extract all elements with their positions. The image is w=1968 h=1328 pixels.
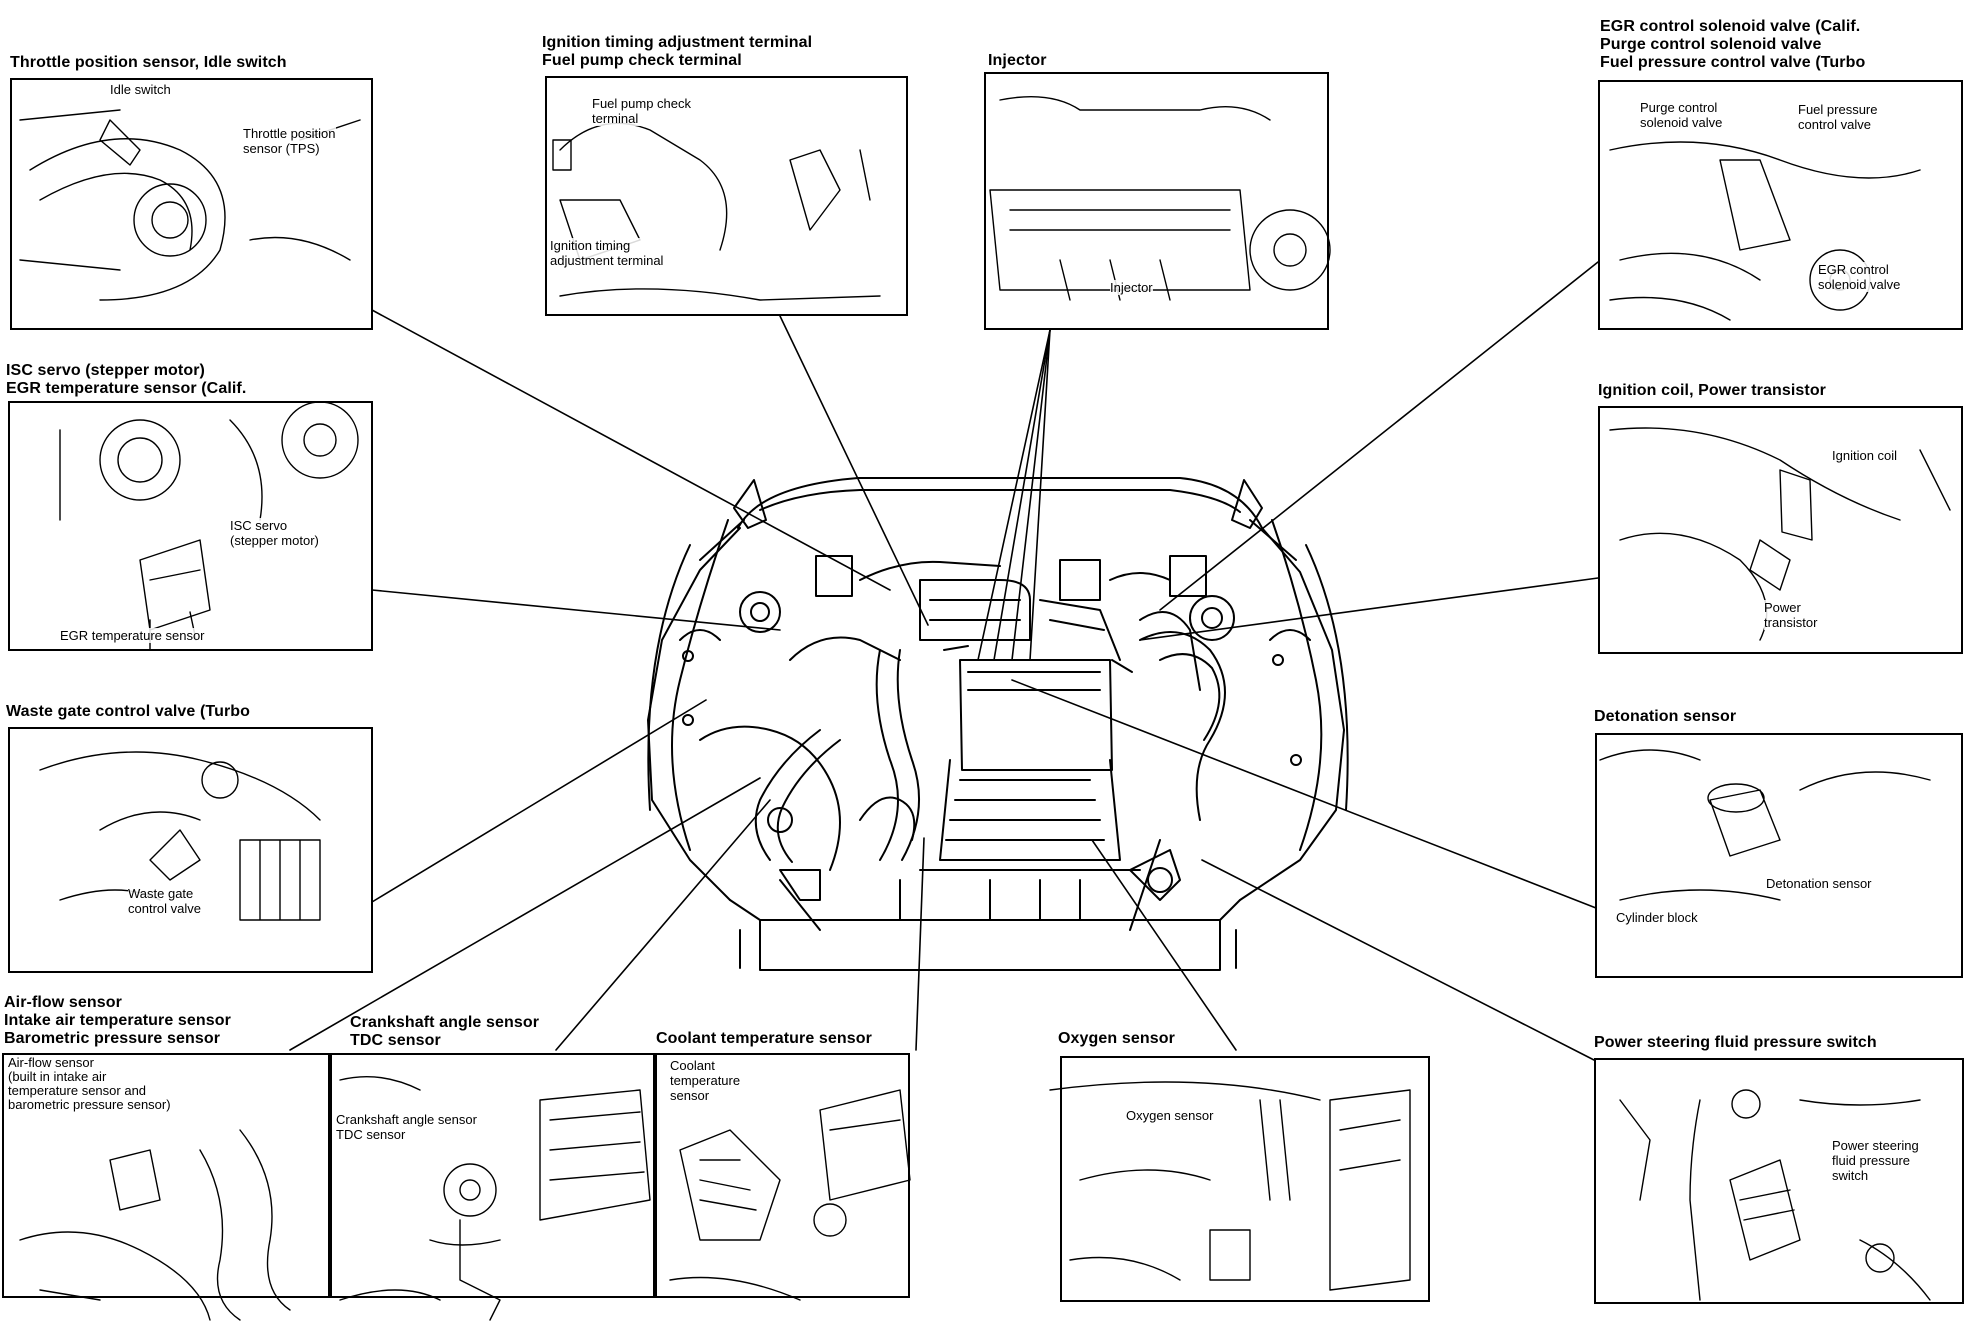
isc-servo-label: ISC servo (stepper motor) <box>230 518 319 548</box>
fuel-pressure-control-valve-label: Fuel pressure control valve <box>1798 102 1878 132</box>
idle-switch-label: Idle switch <box>110 82 171 97</box>
coolant-temperature-sensor-label: Coolant temperature sensor <box>670 1058 741 1103</box>
air-flow-sensor-title: Air-flow sensor Intake air temperature s… <box>4 994 231 1047</box>
engine-bay-drawing <box>647 477 1349 971</box>
throttle-position-sensor-inset <box>10 78 373 330</box>
coolant-temperature-sensor-inset <box>655 1053 910 1298</box>
crankshaft-angle-sensor-inset <box>330 1053 655 1298</box>
cylinder-block-label: Cylinder block <box>1616 910 1698 925</box>
inset-sketches <box>19 96 1951 1321</box>
power-transistor-label: Power transistor <box>1764 600 1818 630</box>
power-steering-switch-label: Power steering fluid pressure switch <box>1832 1138 1919 1183</box>
coolant-temperature-sensor-title: Coolant temperature sensor <box>656 1030 872 1047</box>
isc-servo-title: ISC servo (stepper motor) EGR temperatur… <box>6 362 247 397</box>
waste-gate-control-valve-inset <box>8 727 373 973</box>
purge-control-valve-label: Purge control solenoid valve <box>1640 100 1723 130</box>
power-steering-switch-title: Power steering fluid pressure switch <box>1594 1034 1877 1051</box>
ignition-coil-label: Ignition coil <box>1832 448 1898 463</box>
waste-gate-control-valve-label: Waste gate control valve <box>128 886 201 916</box>
oxygen-sensor-title: Oxygen sensor <box>1058 1030 1175 1047</box>
injector-title: Injector <box>988 52 1047 69</box>
throttle-position-sensor-title: Throttle position sensor, Idle switch <box>10 54 287 71</box>
injector-inset <box>984 72 1329 330</box>
fuel-pump-check-terminal-label: Fuel pump check terminal <box>592 96 691 126</box>
leader-lines <box>289 261 1599 1061</box>
crankshaft-angle-sensor-label: Crankshaft angle sensor TDC sensor <box>336 1112 477 1142</box>
egr-control-valve-label: EGR control solenoid valve <box>1818 262 1901 292</box>
egr-temperature-sensor-label: EGR temperature sensor <box>60 628 205 643</box>
ignition-timing-adjustment-label: Ignition timing adjustment terminal <box>550 238 664 268</box>
detonation-sensor-inset <box>1595 733 1963 978</box>
ignition-coil-inset <box>1598 406 1963 654</box>
crankshaft-angle-sensor-title: Crankshaft angle sensor TDC sensor <box>350 1014 540 1049</box>
oxygen-sensor-label: Oxygen sensor <box>1126 1108 1214 1123</box>
ignition-coil-title: Ignition coil, Power transistor <box>1598 382 1827 399</box>
waste-gate-control-valve-title: Waste gate control valve (Turbo <box>6 703 251 720</box>
detonation-sensor-label: Detonation sensor <box>1766 876 1872 891</box>
egr-control-solenoid-inset <box>1598 80 1963 330</box>
isc-servo-inset <box>8 401 373 651</box>
air-flow-sensor-inset <box>2 1053 330 1298</box>
power-steering-switch-inset <box>1594 1058 1964 1304</box>
oxygen-sensor-inset <box>1060 1056 1430 1302</box>
ignition-timing-terminal-inset <box>545 76 908 316</box>
injector-label: Injector <box>1110 280 1153 295</box>
air-flow-sensor-label: Air-flow sensor (built in intake air tem… <box>8 1055 171 1112</box>
tps-label: Throttle position sensor (TPS) <box>243 126 336 156</box>
ignition-timing-terminal-title: Ignition timing adjustment terminal Fuel… <box>542 34 813 69</box>
detonation-sensor-title: Detonation sensor <box>1594 708 1737 725</box>
egr-control-solenoid-title: EGR control solenoid valve (Calif. Purge… <box>1600 18 1866 71</box>
